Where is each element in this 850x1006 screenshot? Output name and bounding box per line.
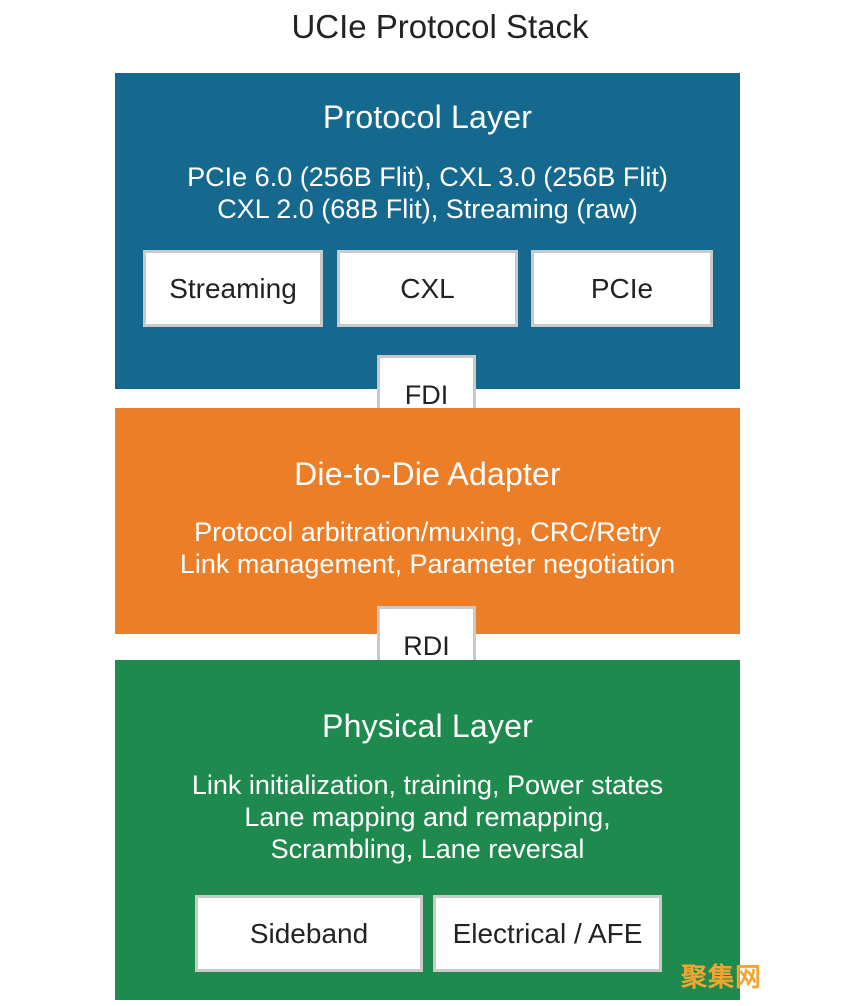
protocol-layer-description: PCIe 6.0 (256B Flit), CXL 3.0 (256B Flit… — [115, 161, 740, 225]
physical-layer-block: Physical Layer Link initialization, trai… — [115, 660, 740, 1000]
watermark-logo: 聚集网 — [680, 962, 762, 992]
protocol-layer-desc-line: PCIe 6.0 (256B Flit), CXL 3.0 (256B Flit… — [187, 162, 668, 192]
sideband-box: Sideband — [195, 895, 423, 972]
physical-layer-desc-line: Link initialization, training, Power sta… — [191, 770, 664, 800]
streaming-box: Streaming — [143, 250, 323, 327]
cxl-box: CXL — [337, 250, 518, 327]
die-to-die-adapter-description: Protocol arbitration/muxing, CRC/Retry L… — [115, 516, 740, 580]
die-to-die-adapter-title: Die-to-Die Adapter — [294, 456, 561, 492]
physical-layer-desc-line: Lane mapping and remapping, — [244, 802, 611, 832]
protocol-layer-title: Protocol Layer — [322, 99, 533, 135]
electrical-afe-box: Electrical / AFE — [433, 895, 662, 972]
die-to-die-desc-line: Link management, Parameter negotiation — [179, 549, 676, 579]
diagram-title: UCIe Protocol Stack — [291, 8, 589, 45]
die-to-die-adapter-block: Die-to-Die Adapter Protocol arbitration/… — [115, 408, 740, 634]
die-to-die-desc-line: Protocol arbitration/muxing, CRC/Retry — [194, 517, 661, 547]
pcie-box: PCIe — [531, 250, 713, 327]
physical-layer-desc-line: Scrambling, Lane reversal — [270, 834, 585, 864]
protocol-layer-desc-line: CXL 2.0 (68B Flit), Streaming (raw) — [217, 194, 638, 224]
protocol-layer-block: Protocol Layer PCIe 6.0 (256B Flit), CXL… — [115, 73, 740, 389]
physical-layer-description: Link initialization, training, Power sta… — [115, 769, 740, 865]
physical-layer-title: Physical Layer — [322, 708, 533, 744]
